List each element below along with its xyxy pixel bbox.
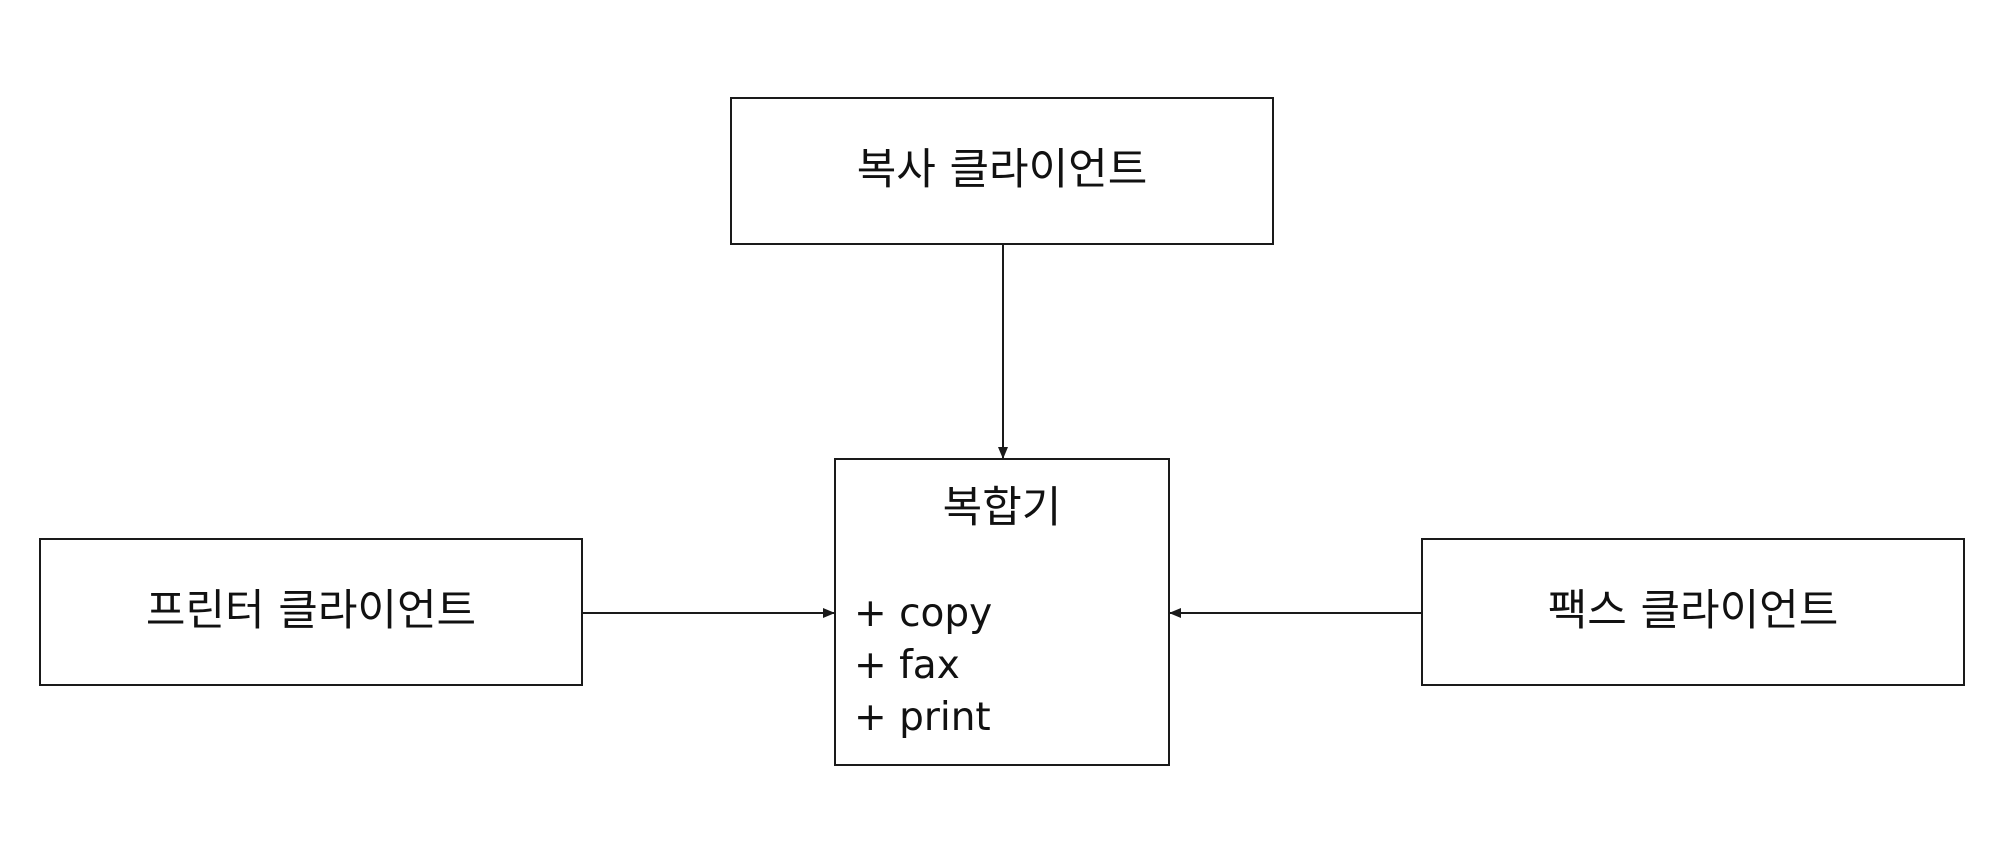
copy-client-box: 복사 클라이언트 bbox=[730, 97, 1274, 245]
fax-client-label: 팩스 클라이언트 bbox=[1547, 586, 1839, 636]
copy-client-label: 복사 클라이언트 bbox=[856, 145, 1148, 195]
fax-client-box: 팩스 클라이언트 bbox=[1421, 538, 1965, 686]
method-list: copy fax print bbox=[854, 588, 992, 744]
multifunction-device-box: 복합기 copy fax print bbox=[834, 458, 1170, 766]
method-print: print bbox=[854, 692, 992, 744]
multifunction-device-label: 복합기 bbox=[942, 483, 1062, 533]
method-fax: fax bbox=[854, 640, 992, 692]
printer-client-label: 프린터 클라이언트 bbox=[145, 586, 477, 636]
printer-client-box: 프린터 클라이언트 bbox=[39, 538, 583, 686]
method-copy: copy bbox=[854, 588, 992, 640]
